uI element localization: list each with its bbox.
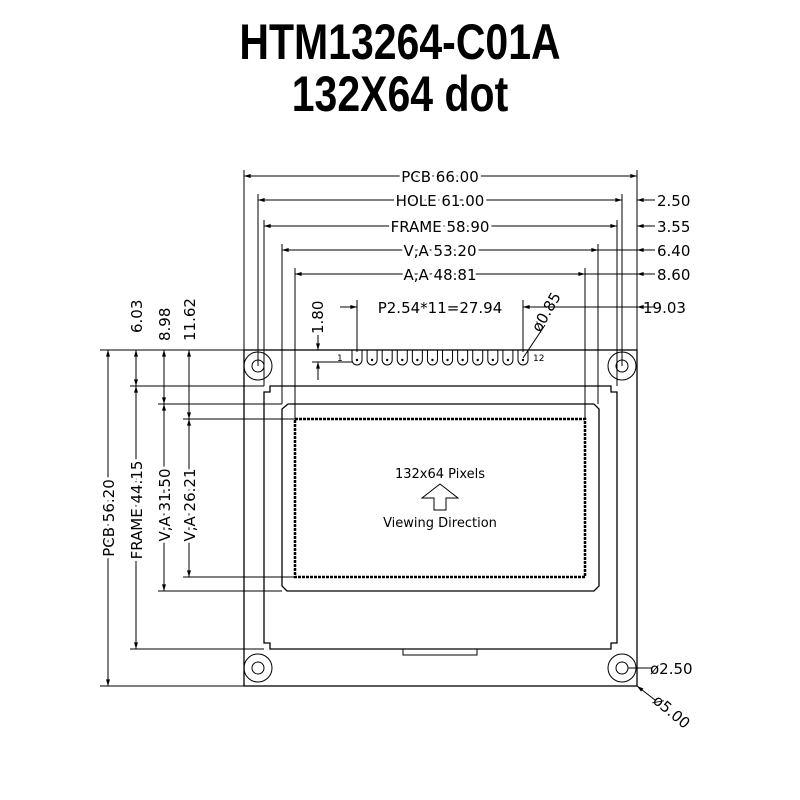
connector-tab: [402, 648, 478, 656]
pin-hole: [401, 358, 404, 362]
pin-hole: [416, 358, 419, 362]
pin: [366, 350, 378, 366]
right-offset-label: 19.03: [643, 299, 686, 317]
right-offset-label: 2.50: [657, 192, 690, 210]
model-subtitle: 132X64 dot: [291, 66, 509, 122]
frame-outline: [263, 385, 618, 650]
aa-height-label: V,A 26.21: [181, 468, 199, 541]
frame-height-label: FRAME 44.15: [128, 461, 146, 560]
top-offset-label: 6.03: [128, 300, 146, 333]
pin-hole: [446, 358, 449, 362]
pin-hole: [385, 358, 389, 362]
viewing-direction-label: Viewing Direction: [383, 516, 497, 531]
pin-last-label: 12: [533, 354, 544, 364]
pin: [411, 350, 423, 366]
pin-first-label: 1: [337, 354, 343, 364]
frame-width-label: FRAME 58.90: [391, 218, 490, 236]
pin-hole: [461, 358, 464, 362]
hole-inner-diameter-label: ø2.50: [650, 660, 693, 678]
pin: [487, 350, 499, 366]
pin-row: [351, 350, 529, 366]
pcb-width-label: PCB 66.00: [401, 168, 479, 186]
pin-hole: [355, 358, 359, 362]
pin: [472, 350, 484, 366]
pin: [426, 350, 438, 366]
pin-hole: [491, 358, 495, 362]
top-offset-label: 8.98: [156, 308, 174, 341]
extension-lines: [100, 170, 638, 687]
pin: [502, 350, 514, 366]
pin-hole: [521, 358, 525, 362]
active-area: [293, 417, 587, 579]
resolution-label: 132x64 Pixels: [395, 467, 485, 482]
right-offset-label: 8.60: [657, 266, 690, 284]
viewing-area: [281, 403, 600, 592]
pcb-outline: [243, 349, 638, 687]
pin: [351, 350, 363, 366]
right-offset-label: 3.55: [657, 218, 690, 236]
pin-hole: [370, 358, 374, 362]
hole-outer-diameter-label: ø5.00: [649, 691, 693, 732]
va-height-label: V,A 31.50: [156, 468, 174, 541]
pin-hole: [476, 358, 479, 362]
viewing-direction-arrow-icon: [420, 483, 460, 511]
model-title: HTM13264-C01A: [239, 14, 561, 70]
dimension-lines: [106, 174, 656, 701]
pin: [442, 350, 454, 366]
pin-hole: [431, 358, 434, 362]
top-offset-label: 11.62: [181, 298, 199, 341]
pin-diameter-label: ø0.85: [528, 289, 565, 335]
pin: [517, 350, 529, 366]
pcb-height-label: PCB 56.20: [100, 479, 118, 557]
pin-hole: [506, 358, 510, 362]
hole-width-label: HOLE 61.00: [396, 192, 485, 210]
aa-width-label: A,A 48.81: [403, 266, 476, 284]
pin: [457, 350, 469, 366]
pin-pitch-label: P2.54*11=27.94: [378, 299, 503, 317]
va-width-label: V,A 53.20: [403, 242, 476, 260]
pin-offset-label: 1.80: [309, 301, 327, 334]
mounting-holes: [243, 351, 637, 683]
pin: [396, 350, 408, 366]
right-offset-label: 6.40: [657, 242, 690, 260]
pin: [381, 350, 393, 366]
